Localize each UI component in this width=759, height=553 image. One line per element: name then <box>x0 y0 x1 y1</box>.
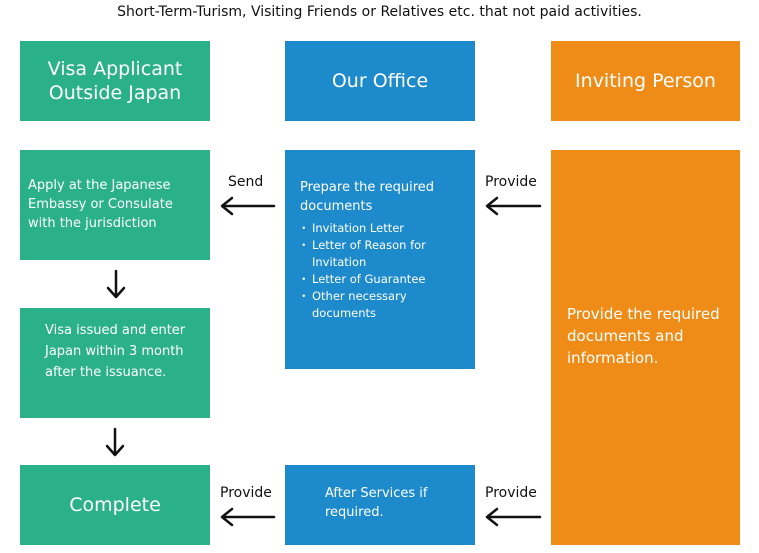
document-list: Invitation Letter Letter of Reason for I… <box>298 220 467 322</box>
send-label: Send <box>228 174 264 190</box>
down-arrow-icon <box>105 427 125 457</box>
header-our-office: Our Office <box>285 41 475 121</box>
after-services-box: After Services if required. <box>285 465 475 545</box>
page-title: Short-Term-Turism, Visiting Friends or R… <box>117 4 642 20</box>
provide-arrow-left-icon <box>220 507 276 527</box>
complete-box: Complete <box>20 465 210 545</box>
prepare-documents-title: Prepare the required documents <box>300 180 435 214</box>
prepare-documents-box: Prepare the required documents Invitatio… <box>285 150 475 369</box>
header-inviting-person: Inviting Person <box>551 41 740 121</box>
provide-label-bottom-right: Provide <box>485 485 537 501</box>
document-item: Other necessary documents <box>298 288 467 322</box>
provide-arrow-left-icon <box>485 507 542 527</box>
provide-documents-box: Provide the required documents and infor… <box>551 150 740 545</box>
header-visa-applicant: Visa Applicant Outside Japan <box>20 41 210 121</box>
down-arrow-icon <box>106 269 126 299</box>
apply-embassy-box: Apply at the Japanese Embassy or Consula… <box>20 150 210 260</box>
visa-issued-box: Visa issued and enter Japan within 3 mon… <box>20 308 210 418</box>
provide-label-bottom-left: Provide <box>220 485 272 501</box>
document-item: Letter of Guarantee <box>298 271 467 288</box>
send-arrow-left-icon <box>220 196 276 216</box>
document-item: Letter of Reason for Invitation <box>298 237 467 271</box>
provide-arrow-left-icon <box>485 196 542 216</box>
provide-label-top: Provide <box>485 174 537 190</box>
document-item: Invitation Letter <box>298 220 467 237</box>
